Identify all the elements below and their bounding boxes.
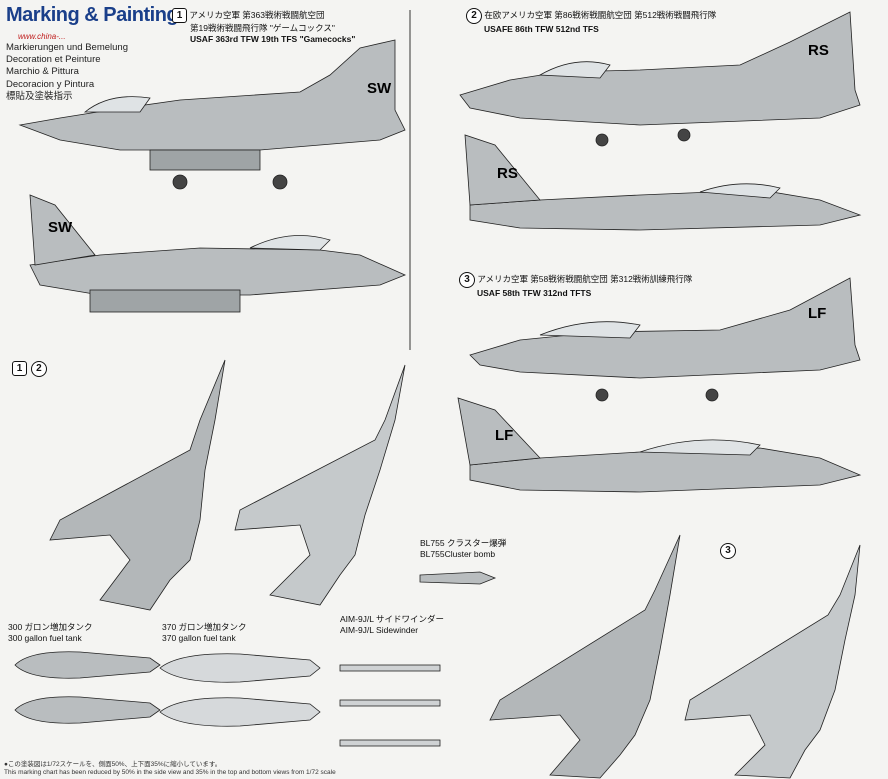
jet-bottom-1 xyxy=(234,364,406,606)
scheme-3-caption: 3 アメリカ空軍 第58戦術戦闘航空団 第312戦術訓練飛行隊 USAF 58t… xyxy=(459,272,789,299)
jet-side-2a xyxy=(459,11,861,147)
lang-it: Marchio & Pittura xyxy=(6,66,79,78)
scheme-3-line1: アメリカ空軍 第58戦術戦闘航空団 第312戦術訓練飛行隊 xyxy=(477,274,693,284)
lang-fr: Decoration et Peinture xyxy=(6,54,101,66)
jet-side-1b xyxy=(29,194,407,313)
tail-code-2b: RS xyxy=(497,165,518,182)
tail-code-2a: RS xyxy=(808,42,829,59)
jet-side-3a xyxy=(469,277,861,402)
aim9-caption: AIM-9J/L サイドワインダー AIM-9J/L Sidewinder xyxy=(340,614,444,636)
footer-note: ●この塗装図は1/72スケールを、側面50%、上下面35%に縮小しています。 T… xyxy=(4,761,336,777)
footer-en: This marking chart has been reduced by 5… xyxy=(4,769,336,776)
tank-370-top xyxy=(159,697,321,727)
jet-side-2b xyxy=(464,134,862,231)
tank-370-en: 370 gallon fuel tank xyxy=(162,633,236,643)
tank-300-jp: 300 ガロン増加タンク xyxy=(8,622,93,632)
scheme-1-line3: USAF 363rd TFW 19th TFS "Gamecocks" xyxy=(190,34,356,44)
tank-300-top xyxy=(14,696,161,724)
tail-code-3b: LF xyxy=(495,427,513,444)
aim9-missiles xyxy=(339,664,441,747)
plan-label-3: 3 xyxy=(720,540,736,559)
tank-300-caption: 300 ガロン増加タンク 300 gallon fuel tank xyxy=(8,622,93,644)
scheme-1-caption: 1 アメリカ空軍 第363戦術戦闘航空団 第19戦術戦闘飛行隊 "ゲームコックス… xyxy=(172,8,402,45)
jet-bottom-3 xyxy=(684,544,861,779)
lang-es: Decoracion y Pintura xyxy=(6,78,95,90)
scheme-1-badge: 1 xyxy=(172,8,187,23)
bl755-caption: BL755 クラスター爆弾 BL755Cluster bomb xyxy=(420,538,506,560)
tail-code-3a: LF xyxy=(808,305,826,322)
language-list: Markierungen und Bemelung Decoration et … xyxy=(6,42,128,103)
plan-badge-1: 1 xyxy=(12,361,27,376)
bl755-en: BL755Cluster bomb xyxy=(420,549,496,559)
footer-jp: ●この塗装図は1/72スケールを、側面50%、上下面35%に縮小しています。 xyxy=(4,761,222,768)
tail-code-1a: SW xyxy=(367,80,392,97)
tail-code-1b: SW xyxy=(48,219,73,236)
aim9-en: AIM-9J/L Sidewinder xyxy=(340,625,419,635)
bl755-bomb xyxy=(419,571,497,585)
jet-top-3 xyxy=(489,534,681,779)
aim9-jp: AIM-9J/L サイドワインダー xyxy=(340,614,445,624)
scheme-1-line1: アメリカ空軍 第363戦術戦闘航空団 xyxy=(189,10,325,20)
jet-side-1a xyxy=(18,39,406,190)
plan-badge-2: 2 xyxy=(30,361,47,377)
tank-300-side xyxy=(14,651,161,679)
scheme-1-line2: 第19戦術戦闘飛行隊 "ゲームコックス" xyxy=(190,23,335,33)
tank-370-jp: 370 ガロン増加タンク xyxy=(162,622,247,632)
plan-label-12: 1 2 xyxy=(12,358,47,377)
scheme-2-caption: 2 在欧アメリカ空軍 第86戦術戦闘航空団 第512戦術戦闘飛行隊 USAFE … xyxy=(466,8,796,35)
scheme-3-badge: 3 xyxy=(459,272,475,288)
scheme-2-line1: 在欧アメリカ空軍 第86戦術戦闘航空団 第512戦術戦闘飛行隊 xyxy=(484,10,717,20)
scheme-3-line2: USAF 58th TFW 312nd TFTS xyxy=(477,288,592,298)
tank-370-side xyxy=(159,653,321,683)
lang-zh: 標貼及塗裝指示 xyxy=(6,90,73,102)
scheme-2-line2: USAFE 86th TFW 512nd TFS xyxy=(484,24,599,34)
tank-300-en: 300 gallon fuel tank xyxy=(8,633,82,643)
page-title: Marking & Painting xyxy=(6,4,179,26)
plan-badge-3: 3 xyxy=(720,543,736,559)
watermark: www.china-... xyxy=(18,32,66,41)
jet-top-1 xyxy=(49,359,226,611)
tank-370-caption: 370 ガロン増加タンク 370 gallon fuel tank xyxy=(162,622,247,644)
jet-side-3b xyxy=(457,397,862,493)
bl755-jp: BL755 クラスター爆弾 xyxy=(420,538,507,548)
lang-de: Markierungen und Bemelung xyxy=(6,42,128,53)
